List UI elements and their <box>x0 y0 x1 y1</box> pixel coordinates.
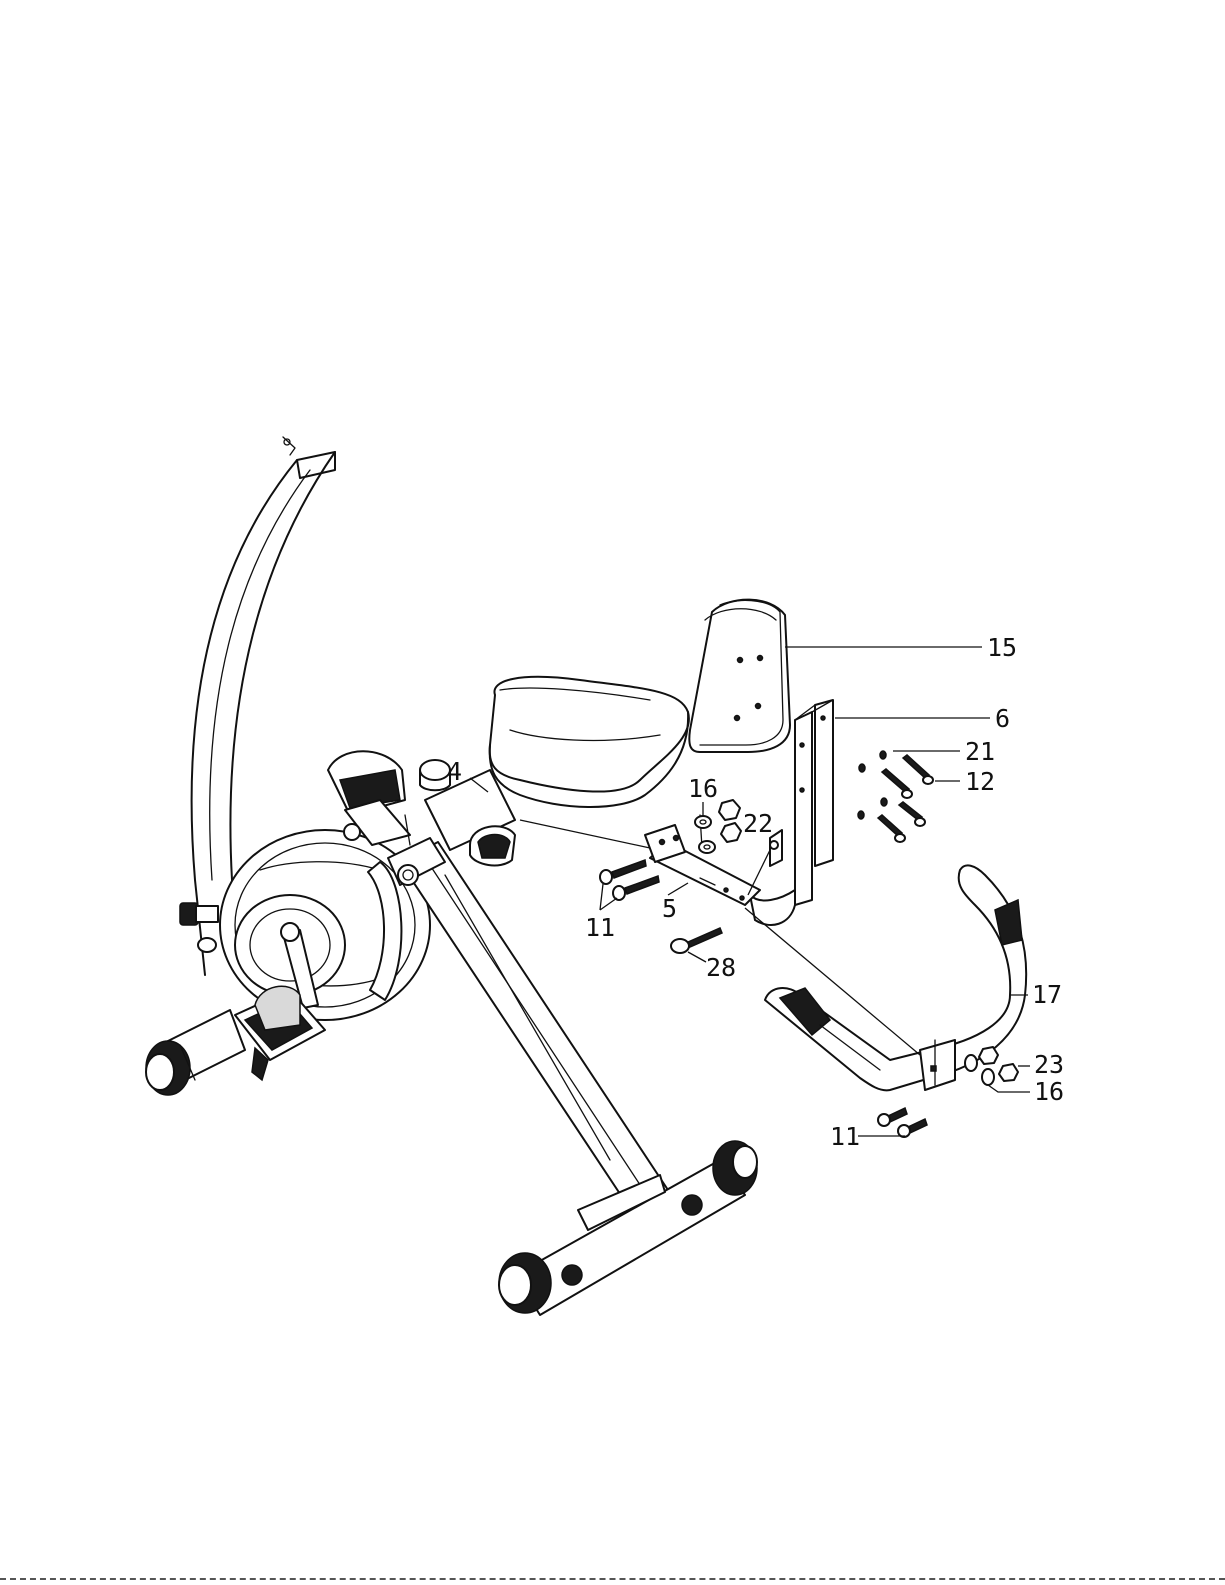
part-label-5: 5 <box>662 894 677 923</box>
part-label-11-lower: 11 <box>830 1122 860 1151</box>
part-label-11-upper: 11 <box>585 913 615 942</box>
part-label-16-upper: 16 <box>688 774 718 803</box>
part-label-22: 22 <box>743 809 773 838</box>
part-label-6: 6 <box>995 704 1010 733</box>
part-label-12: 12 <box>965 767 995 796</box>
page-bottom-rule <box>0 1578 1225 1580</box>
bolt-set-11-lower <box>878 1108 927 1137</box>
assembly-guide-lines <box>520 820 920 1055</box>
backrest-part-15 <box>689 600 790 752</box>
pin-part-28 <box>671 928 722 953</box>
bolt-set-11-upper <box>600 860 659 900</box>
part-label-23: 23 <box>1034 1050 1064 1079</box>
part-label-16-lower: 16 <box>1034 1077 1064 1106</box>
part-label-15: 15 <box>987 633 1017 662</box>
washer-nut-set-16-22 <box>695 800 741 853</box>
part-label-17: 17 <box>1032 980 1062 1009</box>
seat-part-4 <box>490 677 689 807</box>
bike-main-frame <box>146 437 757 1315</box>
part-label-4: 4 <box>447 757 462 786</box>
part-label-21: 21 <box>965 737 995 766</box>
part-label-28: 28 <box>706 953 736 982</box>
bolt-set-12-21 <box>858 751 933 842</box>
